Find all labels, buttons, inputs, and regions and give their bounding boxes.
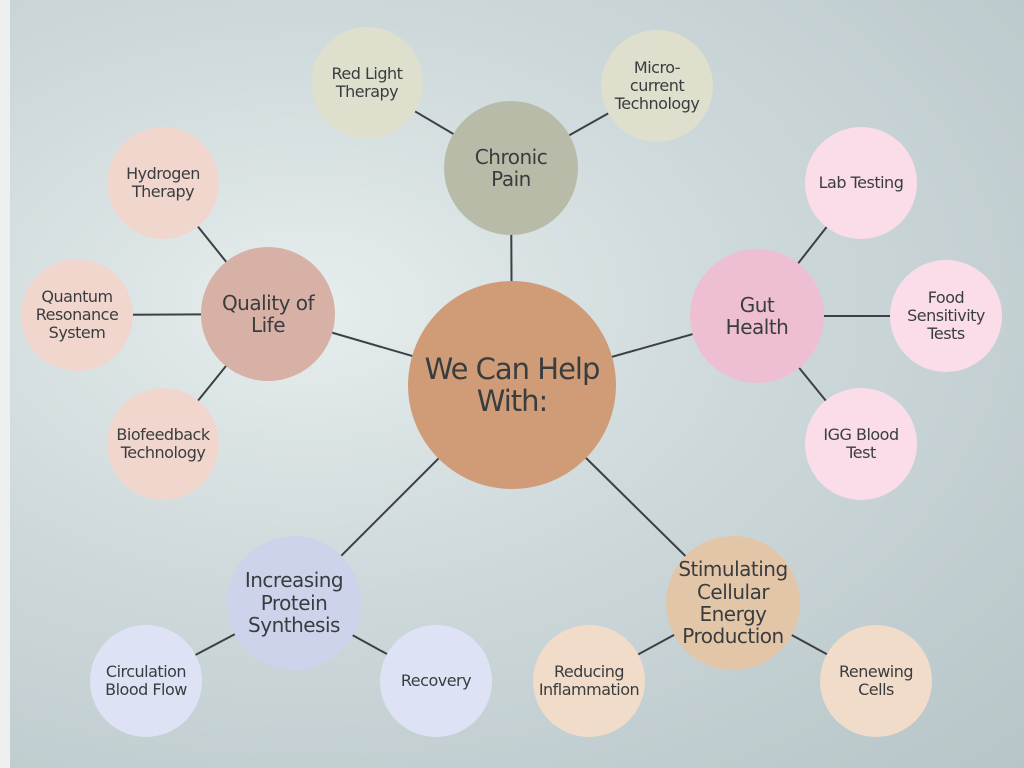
child-node-lab-testing: Lab Testing — [805, 127, 917, 239]
child-node-recovery: Recovery — [380, 625, 492, 737]
child-node-lab-testing-label: Lab Testing — [818, 173, 904, 193]
child-node-recovery-label: Recovery — [400, 671, 472, 691]
left-edge-strip — [0, 0, 10, 768]
